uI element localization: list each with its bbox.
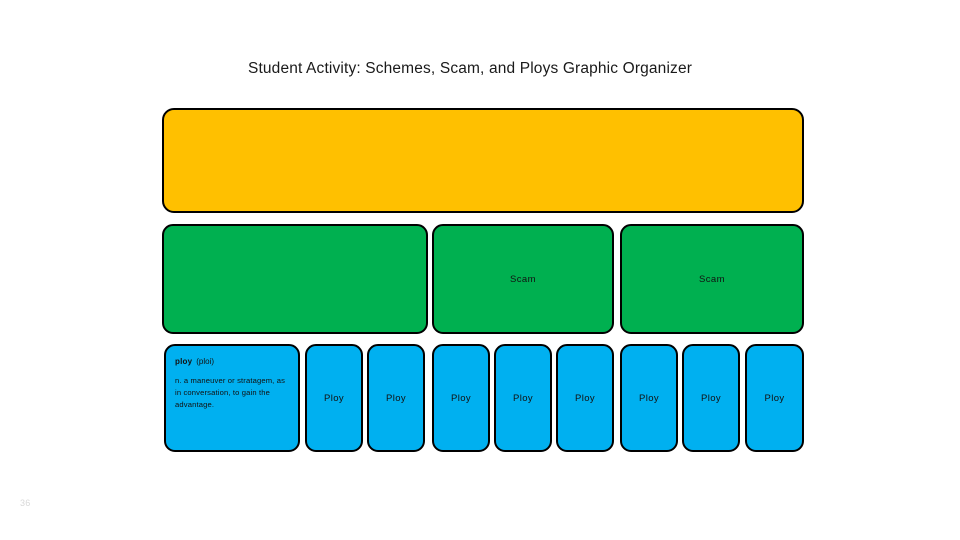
ploy-box-1[interactable]: Ploy <box>305 344 363 452</box>
page-title: Student Activity: Schemes, Scam, and Plo… <box>247 60 693 77</box>
scam-box-2-label: Scam <box>510 273 536 285</box>
ploy-box-1-label: Ploy <box>323 392 345 404</box>
ploy-box-5[interactable]: Ploy <box>556 344 614 452</box>
ploy-box-3-label: Ploy <box>450 392 472 404</box>
ploy-box-4[interactable]: Ploy <box>494 344 552 452</box>
ploy-box-4-label: Ploy <box>512 392 534 404</box>
ploy-term-line: ploy(ploi) <box>175 357 289 366</box>
ploy-box-5-label: Ploy <box>574 392 596 404</box>
ploy-phonetic: (ploi) <box>196 357 215 366</box>
ploy-definition-box[interactable]: ploy(ploi) n. a maneuver or stratagem, a… <box>164 344 300 452</box>
ploy-definition-text: n. a maneuver or stratagem, as in conver… <box>175 376 286 410</box>
scam-box-2[interactable]: Scam <box>432 224 614 334</box>
scam-box-3[interactable]: Scam <box>620 224 804 334</box>
ploy-box-8[interactable]: Ploy <box>745 344 804 452</box>
scam-box-3-label: Scam <box>699 273 725 285</box>
ploy-box-8-label: Ploy <box>764 392 785 404</box>
ploy-box-7-label: Ploy <box>700 392 722 404</box>
ploy-box-6-label: Ploy <box>638 392 660 404</box>
ploy-term: ploy <box>175 357 193 366</box>
ploy-box-7[interactable]: Ploy <box>682 344 740 452</box>
scam-box-1[interactable] <box>162 224 428 334</box>
ploy-box-6[interactable]: Ploy <box>620 344 678 452</box>
scheme-banner-box[interactable] <box>162 108 804 213</box>
ploy-box-2[interactable]: Ploy <box>367 344 425 452</box>
ploy-box-2-label: Ploy <box>385 392 407 404</box>
ploy-box-3[interactable]: Ploy <box>432 344 490 452</box>
page-number: 36 <box>20 498 31 508</box>
